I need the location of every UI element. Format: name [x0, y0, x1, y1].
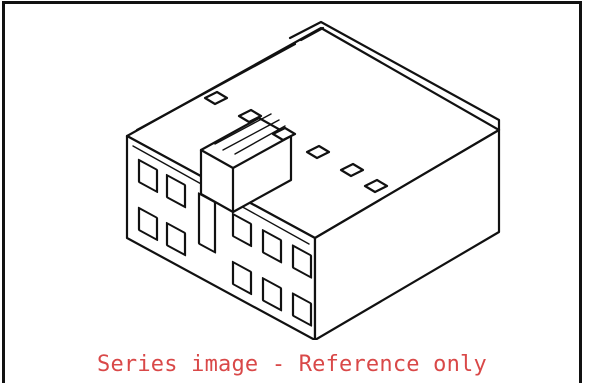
image-frame: Series image - Reference only [2, 1, 582, 383]
connector-housing-icon [125, 20, 501, 340]
reference-caption: Series image - Reference only [97, 352, 487, 377]
